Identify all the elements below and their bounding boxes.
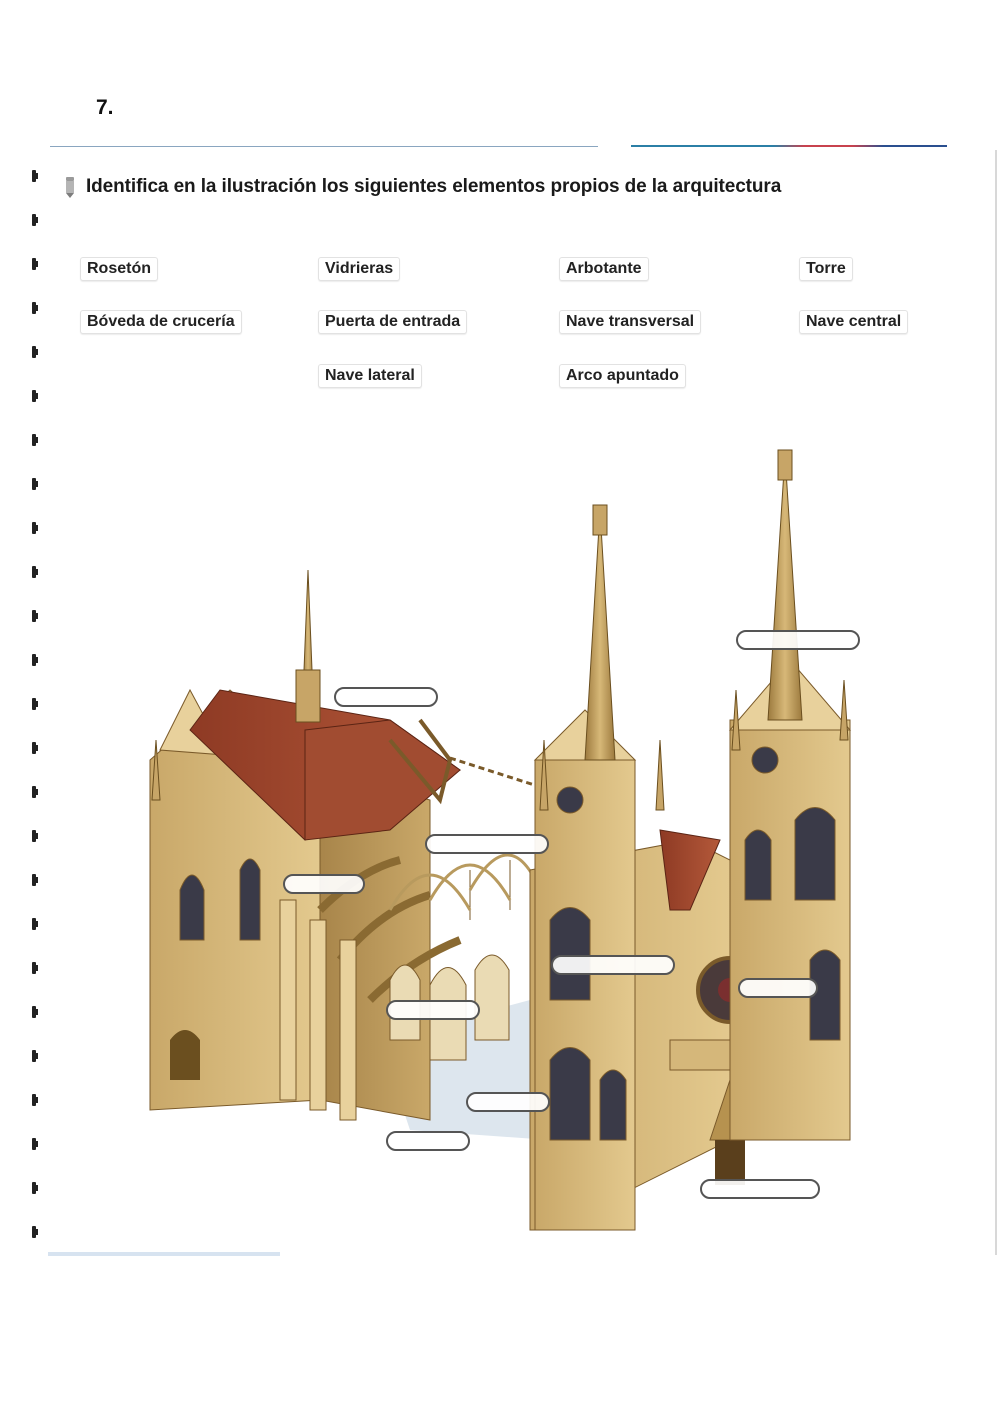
instruction-row: Identifica en la ilustración los siguien…: [60, 175, 781, 199]
term-vidrieras[interactable]: Vidrieras: [318, 257, 401, 281]
cathedral-illustration: [149, 449, 852, 1231]
instruction-text: Identifica en la ilustración los siguien…: [86, 176, 782, 197]
answer-blank[interactable]: [386, 1000, 480, 1020]
header-rule-right: [631, 145, 947, 147]
footer-smudge: [48, 1252, 280, 1256]
answer-blank[interactable]: [466, 1092, 550, 1112]
page-edge: [995, 150, 997, 1255]
term-nave-lateral[interactable]: Nave lateral: [318, 364, 422, 388]
answer-blank[interactable]: [551, 955, 675, 975]
answer-blank[interactable]: [425, 834, 549, 854]
binder-holes: [30, 170, 40, 1260]
answer-blank[interactable]: [334, 687, 438, 707]
pencil-icon: [66, 177, 74, 198]
answer-blank[interactable]: [700, 1179, 820, 1199]
answer-blank[interactable]: [736, 630, 860, 650]
term-puerta-entrada[interactable]: Puerta de entrada: [318, 310, 468, 334]
term-boveda-cruceria[interactable]: Bóveda de crucería: [80, 310, 242, 334]
answer-blank[interactable]: [283, 874, 365, 894]
question-number: 7.: [96, 96, 114, 119]
term-arco-apuntado[interactable]: Arco apuntado: [559, 364, 686, 388]
header-rule-left: [50, 146, 598, 147]
term-nave-central[interactable]: Nave central: [799, 310, 909, 334]
answer-blank[interactable]: [738, 978, 818, 998]
term-roseton[interactable]: Rosetón: [80, 257, 158, 281]
term-torre[interactable]: Torre: [799, 257, 853, 281]
answer-blank[interactable]: [386, 1131, 470, 1151]
term-nave-transversal[interactable]: Nave transversal: [559, 310, 702, 334]
term-arbotante[interactable]: Arbotante: [559, 257, 649, 281]
